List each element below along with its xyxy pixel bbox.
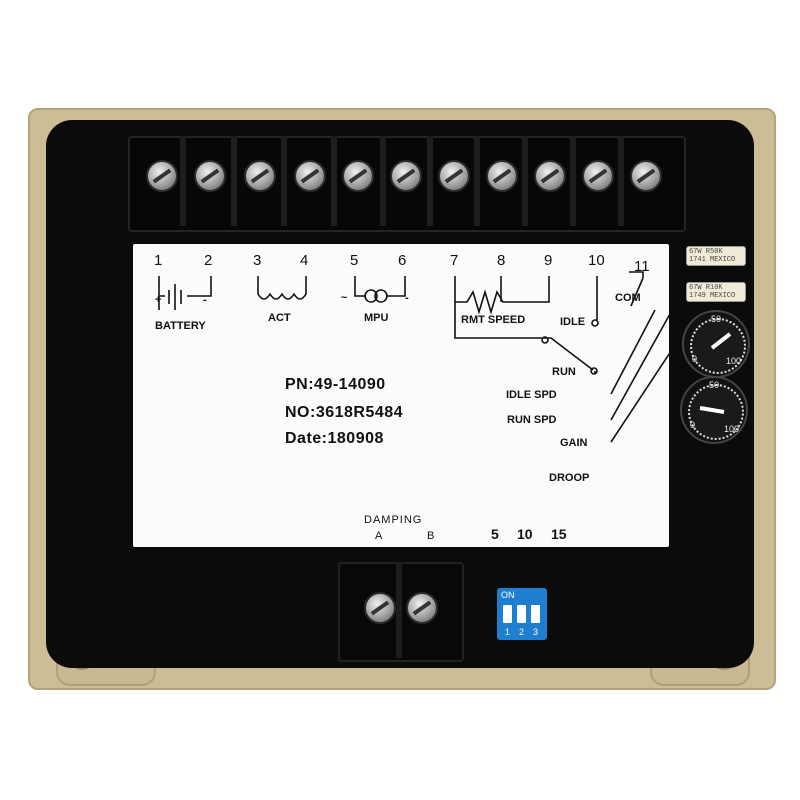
dip-number-2: 2 — [519, 627, 525, 637]
damping-value-10: 10 — [517, 526, 533, 542]
droop-dial-100: 100 — [724, 424, 740, 434]
com-label: COM — [615, 292, 641, 304]
part-number: PN:49-14090 — [285, 376, 386, 393]
terminal-divider — [396, 562, 402, 658]
terminal-screw-6[interactable] — [390, 160, 422, 192]
dip-switch[interactable]: ON 1 2 3 — [497, 588, 547, 640]
terminal-number-11: 11 — [634, 258, 650, 275]
terminal-divider — [474, 136, 480, 226]
terminal-screw-11[interactable] — [630, 160, 662, 192]
serial-number: NO:3618R5484 — [285, 404, 404, 421]
terminal-divider — [281, 136, 287, 226]
droop-dial-50: 50 — [709, 380, 720, 390]
terminal-number-4: 4 — [300, 252, 309, 269]
terminal-divider — [331, 136, 337, 226]
run-spd-label: RUN SPD — [507, 414, 557, 426]
terminal-screw-5[interactable] — [342, 160, 374, 192]
dip-key-2[interactable] — [517, 605, 526, 623]
terminal-screw-9[interactable] — [534, 160, 566, 192]
gain-dial-0: 0 — [692, 354, 698, 364]
dip-key-3[interactable] — [531, 605, 540, 623]
dip-on-label: ON — [501, 590, 515, 600]
idle-spd-label: IDLE SPD — [506, 389, 557, 401]
gain-dial-50: 50 — [711, 314, 722, 324]
wiring-diagram — [158, 271, 669, 443]
damping-title: DAMPING — [364, 514, 423, 526]
act-label: ACT — [268, 312, 291, 324]
terminal-number-6: 6 — [398, 252, 407, 269]
terminal-divider — [570, 136, 576, 226]
mpu-tilde: ~ — [341, 292, 348, 304]
trimpot-bottom-line2: 1749 MEXICO — [689, 292, 736, 300]
gain-label: GAIN — [560, 437, 588, 449]
gain-dial-100: 100 — [726, 356, 742, 366]
terminal-divider — [231, 136, 237, 226]
terminal-number-1: 1 — [154, 252, 163, 269]
terminal-divider — [522, 136, 528, 226]
trimpot-top-line1: 67W R50K — [689, 248, 723, 256]
terminal-divider — [380, 136, 386, 226]
terminal-divider — [618, 136, 624, 226]
terminal-number-10: 10 — [588, 252, 605, 269]
damping-value-15: 15 — [551, 526, 567, 542]
terminal-screw-7[interactable] — [438, 160, 470, 192]
damping-b: B — [427, 530, 435, 542]
terminal-screw-8[interactable] — [486, 160, 518, 192]
dip-number-3: 3 — [533, 627, 539, 637]
terminal-number-2: 2 — [204, 252, 213, 269]
terminal-screw-2[interactable] — [194, 160, 226, 192]
trimpot-sticker-bottom: 67W R10K 1749 MEXICO — [686, 282, 746, 302]
battery-label: BATTERY — [155, 320, 206, 332]
damping-screw-a[interactable] — [364, 592, 396, 624]
run-label: RUN — [552, 366, 576, 378]
mpu-label: MPU — [364, 312, 389, 324]
wiring-label: 1 2 3 4 5 6 7 8 9 10 11 + - BATTERY ACT … — [133, 244, 669, 547]
rmt-speed-label: RMT SPEED — [461, 314, 526, 326]
terminal-screw-1[interactable] — [146, 160, 178, 192]
droop-dial-0: 0 — [690, 420, 696, 430]
terminal-number-9: 9 — [544, 252, 553, 269]
damping-a: A — [375, 530, 383, 542]
mpu-dash: - — [405, 292, 409, 304]
damping-screw-b[interactable] — [406, 592, 438, 624]
damping-value-5: 5 — [491, 526, 499, 542]
battery-minus: - — [203, 294, 207, 306]
battery-plus: + — [155, 294, 162, 306]
terminal-screw-3[interactable] — [244, 160, 276, 192]
gain-dial-face — [690, 318, 746, 374]
gain-dial-pointer-icon — [710, 332, 732, 350]
trimpot-bottom-line1: 67W R10K — [689, 284, 723, 292]
dip-number-1: 1 — [505, 627, 511, 637]
trimpot-sticker-top: 67W R50K 1741 MEXICO — [686, 246, 746, 266]
droop-label: DROOP — [549, 472, 590, 484]
terminal-divider — [180, 136, 186, 226]
terminal-number-5: 5 — [350, 252, 359, 269]
idle-label: IDLE — [560, 316, 586, 328]
gain-dial[interactable]: 50 0 100 — [682, 310, 750, 378]
terminal-number-7: 7 — [450, 252, 459, 269]
droop-dial-pointer-icon — [699, 406, 725, 414]
terminal-screw-10[interactable] — [582, 160, 614, 192]
dip-key-1[interactable] — [503, 605, 512, 623]
trimpot-top-line2: 1741 MEXICO — [689, 256, 736, 264]
droop-dial[interactable]: 50 0 100 — [680, 376, 748, 444]
terminal-screw-4[interactable] — [294, 160, 326, 192]
terminal-divider — [427, 136, 433, 226]
terminal-number-3: 3 — [253, 252, 262, 269]
manufacture-date: Date:180908 — [285, 430, 384, 447]
terminal-number-8: 8 — [497, 252, 506, 269]
